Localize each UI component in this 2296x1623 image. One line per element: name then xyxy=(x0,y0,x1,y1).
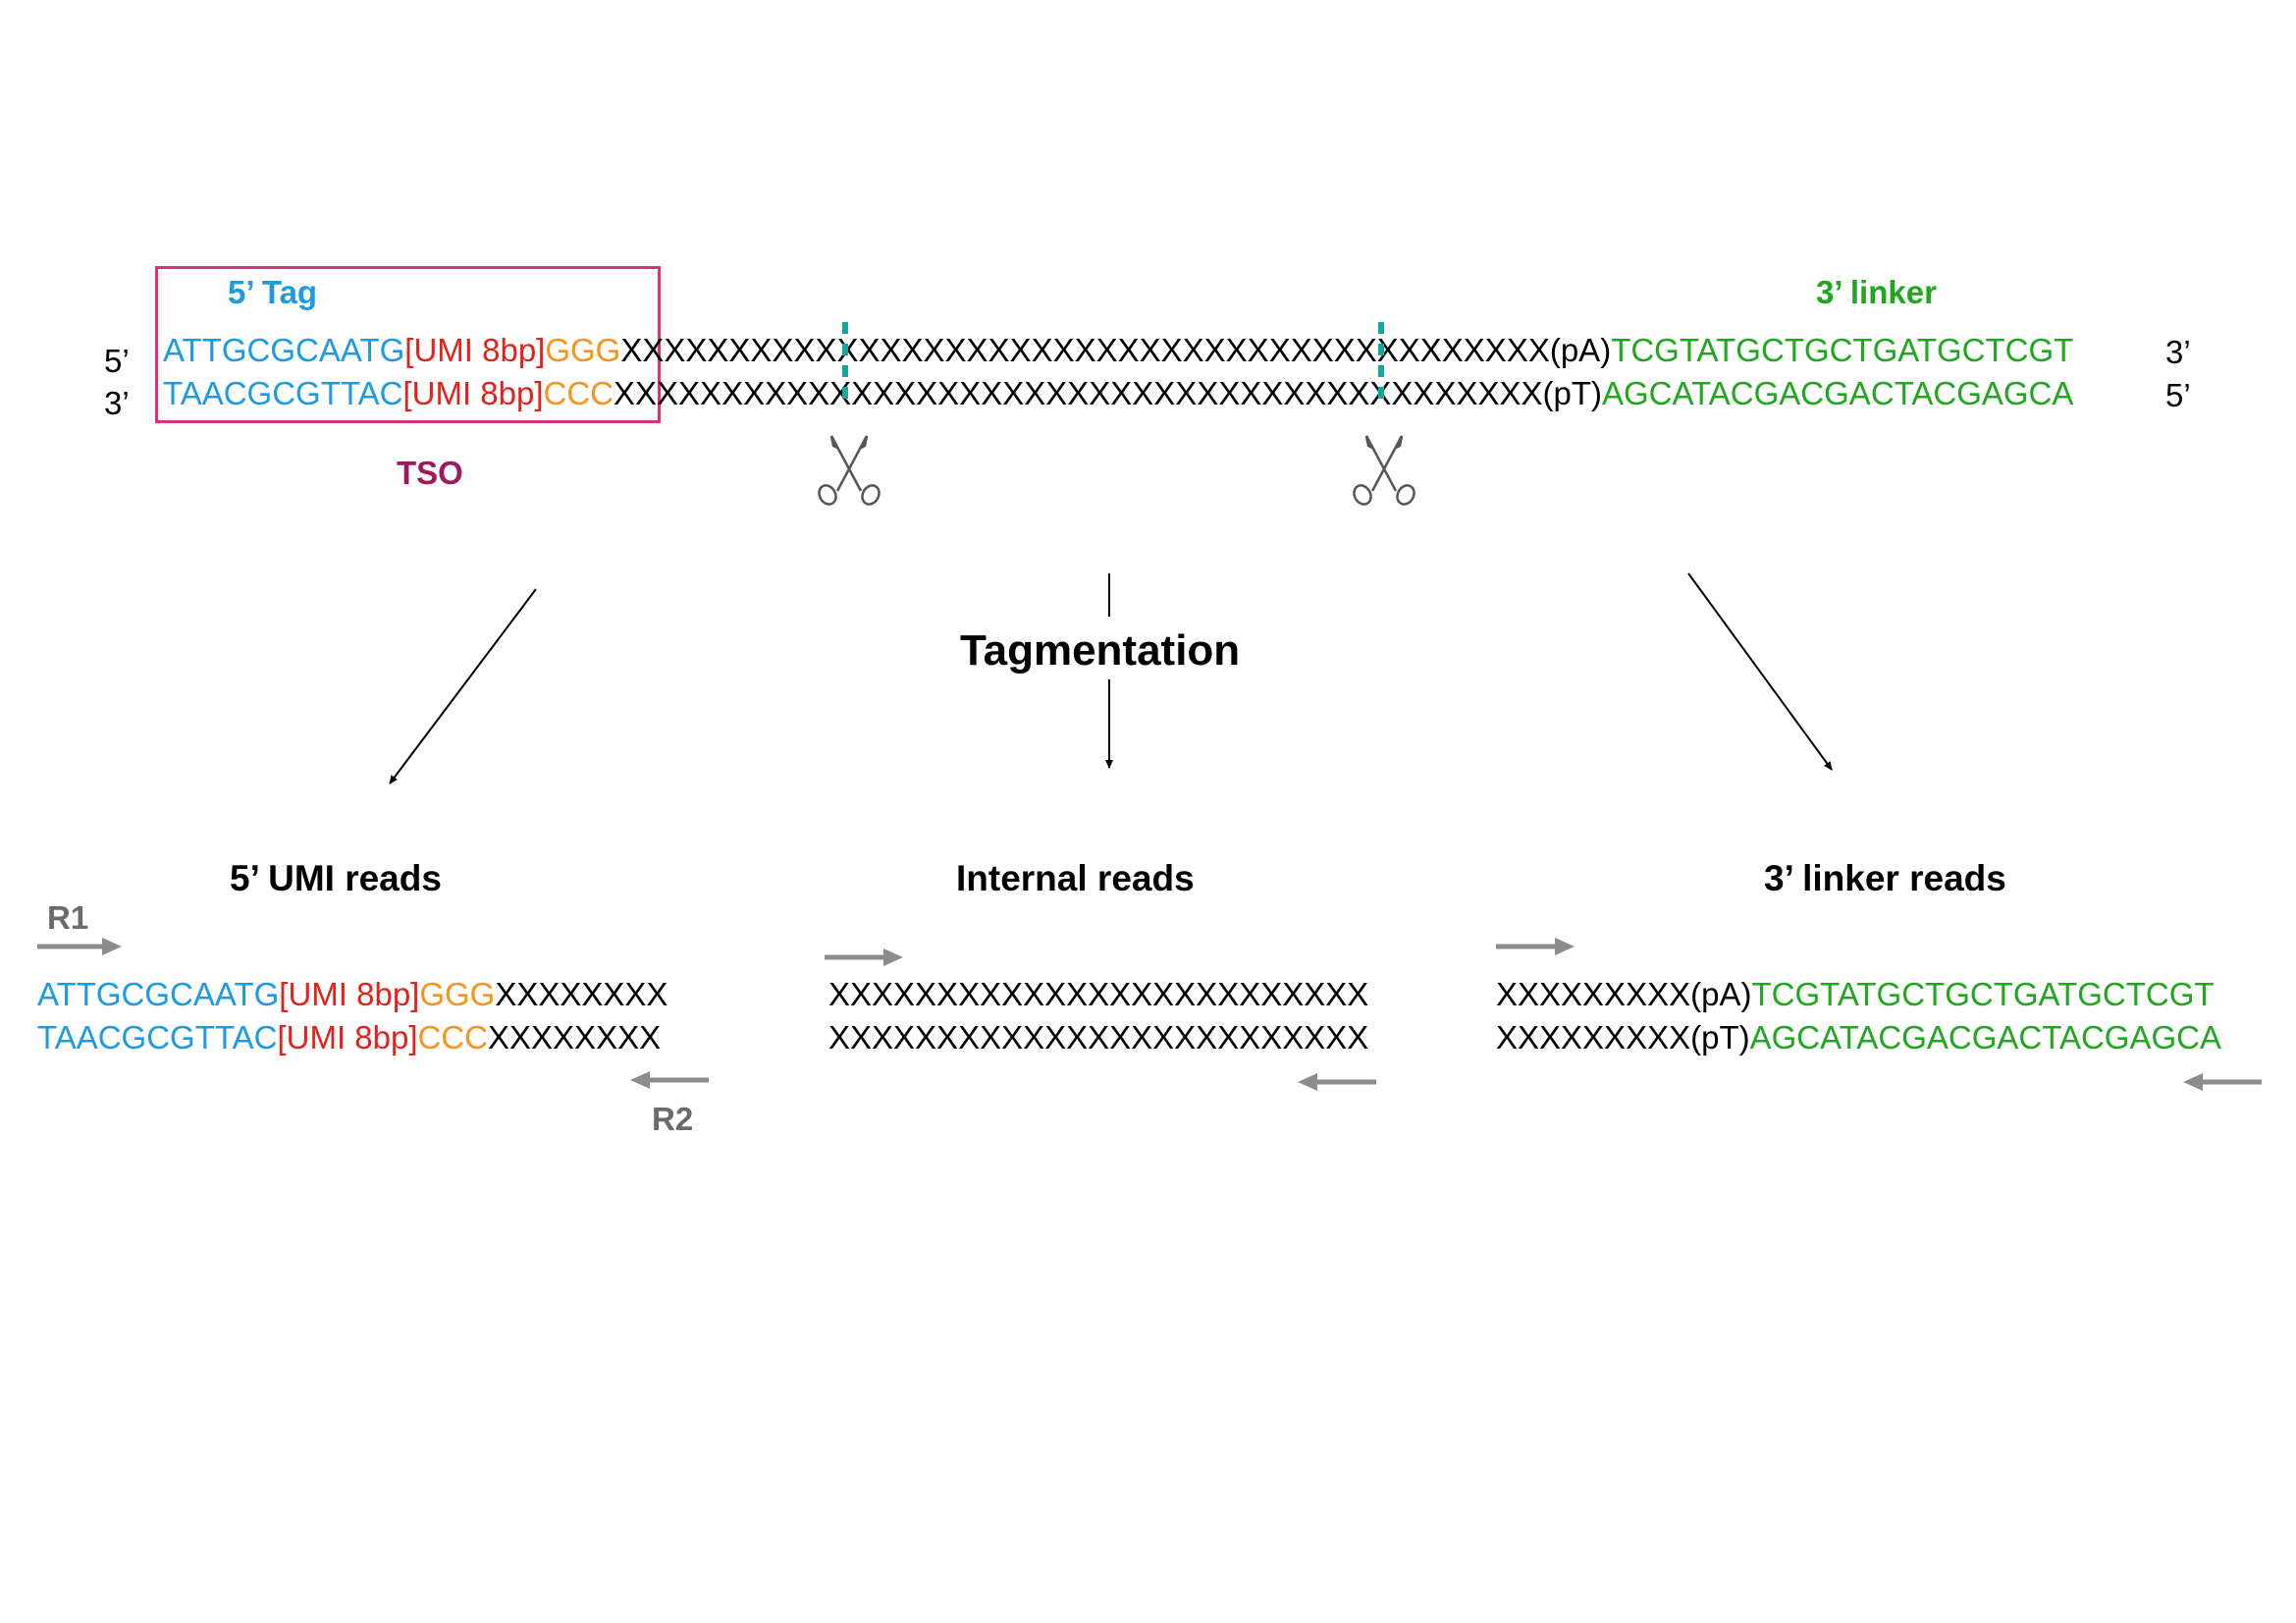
r1-label: R1 xyxy=(47,899,89,936)
insert-sequence-b: XXXXXXXXXXXXXXXXXXXXXXXXX xyxy=(786,375,1327,411)
linker-sequence: AGCATACGACGACTACGAGCA xyxy=(1602,375,2074,411)
umi5-read-top: ATTGCGCAATG[UMI 8bp]GGGXXXXXXXX xyxy=(37,978,667,1010)
tag-sequence: ATTGCGCAATG xyxy=(163,332,405,368)
linker-sequence: TCGTATGCTGCTGATGCTCGT xyxy=(1611,332,2074,368)
linker-sequence: TCGTATGCTGCTGATGCTCGT xyxy=(1751,976,2215,1012)
tso-box xyxy=(155,266,661,423)
insert-sequence-a: XXXXXXXX xyxy=(614,375,787,411)
r2-label: R2 xyxy=(652,1101,694,1137)
insert-sequence: XXXXXXXXX(pA) xyxy=(1496,976,1752,1012)
tag-sequence: TAACGCGTTAC xyxy=(37,1019,278,1055)
bottom-strand-5prime-end: 5’ xyxy=(2165,377,2191,413)
primer-arrow-icon xyxy=(630,1071,709,1089)
ggg-sequence: GGG xyxy=(419,976,496,1012)
bottom-strand: TAACGCGTTAC[UMI 8bp]CCCXXXXXXXXXXXXXXXXX… xyxy=(163,377,2073,409)
top-strand-3prime-end: 3’ xyxy=(2165,334,2191,370)
ggg-sequence: GGG xyxy=(545,332,621,368)
linker3-label: 3’ linker xyxy=(1816,274,1937,310)
umi-sequence: [UMI 8bp] xyxy=(279,976,420,1012)
umi-sequence: [UMI 8bp] xyxy=(404,332,546,368)
umi5-read-bottom: TAACGCGTTAC[UMI 8bp]CCCXXXXXXXX xyxy=(37,1021,661,1054)
insert-sequence: XXXXXXXXX(pT) xyxy=(1496,1019,1750,1055)
primer-arrow-icon xyxy=(1298,1073,1376,1091)
insert-sequence: XXXXXXXX xyxy=(488,1019,662,1055)
linker3-read-bottom: XXXXXXXXX(pT)AGCATACGACGACTACGAGCA xyxy=(1496,1021,2221,1054)
primer-arrow-icon xyxy=(1496,938,1575,955)
top-strand-5prime-end: 5’ xyxy=(104,343,130,379)
internal-read-bottom: XXXXXXXXXXXXXXXXXXXXXXXXX xyxy=(828,1019,1369,1055)
scissors-icon xyxy=(1353,435,1415,506)
linker3-reads-title: 3’ linker reads xyxy=(1764,858,2006,898)
scissors-icon xyxy=(818,435,881,506)
primer-arrow-icon xyxy=(37,938,122,955)
arrow-to-linker3-reads xyxy=(1687,572,1833,771)
umi-sequence: [UMI 8bp] xyxy=(402,375,544,411)
bottom-strand-3prime-end: 3’ xyxy=(104,385,130,421)
insert-sequence-a: XXXXXXXX xyxy=(620,332,794,368)
insert-sequence-c: XXXXXXXXXX(pT) xyxy=(1326,375,1602,411)
umi5-reads-title: 5’ UMI reads xyxy=(230,858,442,898)
primer-arrow-icon xyxy=(825,948,903,966)
arrow-to-umi5-reads xyxy=(389,588,537,784)
tag-sequence: TAACGCGTTAC xyxy=(163,375,403,411)
linker3-read-top: XXXXXXXXX(pA)TCGTATGCTGCTGATGCTCGT xyxy=(1496,978,2215,1010)
internal-read-top: XXXXXXXXXXXXXXXXXXXXXXXXX xyxy=(828,976,1369,1012)
insert-sequence-b: XXXXXXXXXXXXXXXXXXXXXXXXX xyxy=(793,332,1334,368)
ccc-sequence: CCC xyxy=(543,375,614,411)
tagmentation-label: Tagmentation xyxy=(960,626,1241,675)
ccc-sequence: CCC xyxy=(417,1019,489,1055)
tag5-label: 5’ Tag xyxy=(228,274,318,310)
tag-sequence: ATTGCGCAATG xyxy=(37,976,280,1012)
primer-arrow-icon xyxy=(2183,1073,2262,1091)
internal-reads-title: Internal reads xyxy=(956,858,1195,898)
insert-sequence: XXXXXXXX xyxy=(495,976,668,1012)
umi-sequence: [UMI 8bp] xyxy=(277,1019,418,1055)
linker-sequence: AGCATACGACGACTACGAGCA xyxy=(1749,1019,2221,1055)
tso-label: TSO xyxy=(397,455,463,491)
